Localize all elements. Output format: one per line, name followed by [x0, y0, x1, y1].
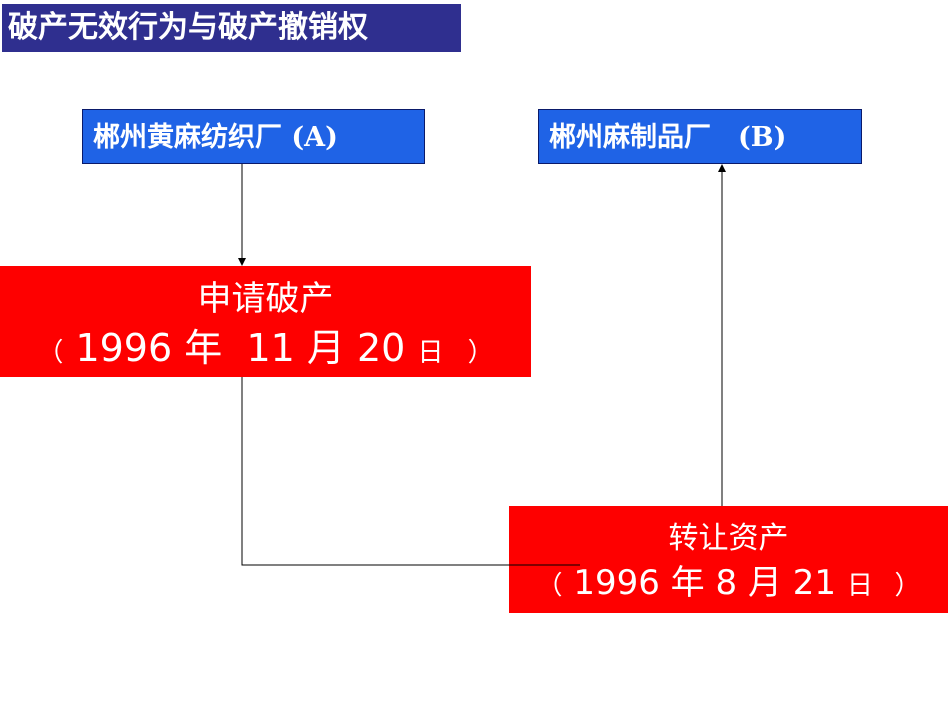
party-a-box: 郴州黄麻纺织厂 (A) [82, 109, 425, 164]
date-year: 1996 [573, 563, 660, 603]
asset-transfer-label: 转让资产 [668, 521, 789, 556]
date-day: 21 [792, 563, 837, 603]
date-day-char: 日 [846, 571, 873, 601]
party-b-box: 郴州麻制品厂 (B) [538, 109, 862, 164]
date-day: 20 [357, 326, 406, 370]
date-close-paren: ） [894, 571, 921, 601]
bankruptcy-application-box: 申请破产 （ 1996 年 11 月 20 日 ） [0, 266, 531, 377]
date-month-char: 月 [747, 563, 782, 603]
date-month-char: 月 [306, 326, 345, 370]
asset-transfer-box: 转让资产 （ 1996 年 8 月 21 日 ） [509, 506, 948, 613]
date-close-paren: ） [467, 338, 494, 368]
date-open-paren: （ [37, 338, 64, 368]
date-day-char: 日 [417, 338, 444, 368]
date-month: 11 [246, 326, 295, 370]
page-title: 破产无效行为与破产撤销权 [2, 4, 461, 52]
date-open-paren: （ [536, 571, 563, 601]
date-month: 8 [715, 563, 738, 603]
bankruptcy-application-label: 申请破产 [197, 279, 334, 319]
asset-transfer-date: （ 1996 年 8 月 21 日 ） [509, 560, 948, 606]
bankruptcy-application-date: （ 1996 年 11 月 20 日 ） [0, 324, 531, 372]
date-year-char: 年 [184, 326, 223, 370]
date-year: 1996 [75, 326, 173, 370]
date-year-char: 年 [670, 563, 705, 603]
